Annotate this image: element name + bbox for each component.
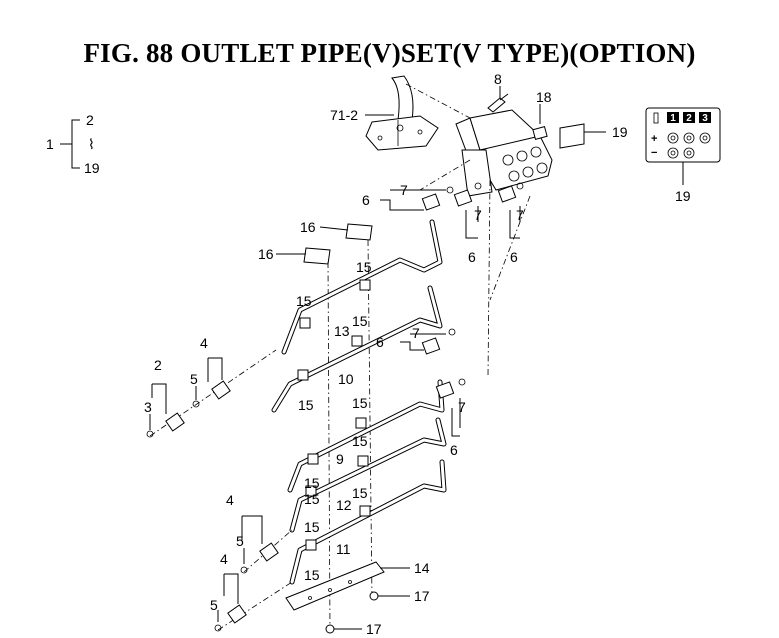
fitting-18: 18 [532, 89, 552, 140]
callout-19-range: 19 [84, 160, 100, 176]
figure-title: FIG. 88 OUTLET PIPE(V)SET(V TYPE)(OPTION… [83, 38, 696, 68]
middle-elbow: 6 7 [376, 325, 456, 355]
pipe-10 [271, 285, 443, 413]
plate-14: 14 [285, 560, 430, 611]
range-bracket: 1 2 ⌇ 19 [46, 112, 100, 176]
callout-17-b: 17 [366, 621, 382, 637]
callout-15-a: 15 [356, 259, 372, 275]
callout-16-a: 16 [300, 219, 316, 235]
pipe-12 [289, 417, 447, 533]
pipe-11 [289, 459, 447, 585]
callout-5-c: 5 [210, 597, 218, 613]
callout-15-e: 15 [352, 395, 368, 411]
callout-15-g: 15 [304, 475, 320, 491]
label-sticker-19: 19 [559, 123, 628, 149]
callout-2-range: 2 [86, 112, 94, 128]
callout-7-a: 7 [400, 182, 408, 198]
callout-6-e: 6 [450, 442, 458, 458]
callout-13: 13 [334, 323, 350, 339]
panel-col-1: 1 [670, 113, 676, 124]
callout-3: 3 [144, 399, 152, 415]
callout-4-b: 4 [226, 492, 234, 508]
callout-6-c: 6 [510, 249, 518, 265]
callout-17-a: 17 [414, 588, 430, 604]
callout-71-2: 71-2 [330, 107, 358, 123]
callout-8: 8 [494, 71, 502, 87]
coupling-group-bottom: 4 5 [210, 551, 293, 632]
callout-16-b: 16 [258, 246, 274, 262]
callout-6-b: 6 [468, 249, 476, 265]
callout-11: 11 [336, 541, 351, 557]
callout-15-j: 15 [304, 491, 320, 507]
callout-15-c: 15 [352, 313, 368, 329]
callout-15-d: 15 [298, 397, 314, 413]
pipe-13 [281, 219, 443, 355]
callout-15-h: 15 [352, 485, 368, 501]
callout-6-d: 6 [376, 334, 384, 350]
valve-block [419, 109, 553, 197]
range-tilde: ⌇ [88, 136, 95, 152]
pipe-9 [287, 379, 445, 493]
callout-5-b: 5 [236, 533, 244, 549]
callout-9: 9 [336, 451, 344, 467]
callout-12: 12 [336, 497, 352, 513]
callout-1: 1 [46, 136, 54, 152]
callout-18: 18 [536, 89, 552, 105]
callout-2: 2 [154, 357, 162, 373]
callout-19-panel: 19 [675, 188, 691, 204]
panel-col-2: 2 [686, 113, 692, 124]
coupling-group-top: 2 4 5 3 [144, 335, 277, 438]
frame-bracket-71-2: 71-2 [330, 75, 471, 151]
panel-minus: − [651, 147, 657, 159]
callout-7-d: 7 [412, 325, 420, 341]
callout-4-c: 4 [220, 551, 228, 567]
panel-col-3: 3 [702, 113, 708, 124]
callout-4-a: 4 [200, 335, 208, 351]
pipe-sleeves-15 [297, 279, 371, 551]
lower-elbow: 7 6 [435, 179, 531, 458]
control-panel-19: 1 2 3 + − 19 [645, 107, 721, 204]
coupling-group-middle: 4 5 [226, 492, 293, 574]
callout-19-sticker: 19 [612, 124, 628, 140]
panel-plus: + [651, 133, 657, 145]
callout-5-a: 5 [190, 371, 198, 387]
upper-elbows: 6 7 7 6 7 6 [362, 182, 524, 265]
bolt-8: 8 [487, 71, 509, 113]
callout-6-a: 6 [362, 192, 370, 208]
callout-14: 14 [414, 560, 430, 576]
callout-15-f: 15 [352, 433, 368, 449]
callout-7-e: 7 [458, 399, 466, 415]
callout-7-b: 7 [474, 207, 482, 223]
callout-7-c: 7 [516, 207, 524, 223]
clamp-16-lower: 16 [258, 246, 331, 265]
nuts-17: 17 17 [325, 588, 430, 637]
clamp-16-upper: 16 [300, 219, 373, 241]
callout-10: 10 [338, 371, 354, 387]
callout-15-b: 15 [296, 293, 312, 309]
callout-15-i: 15 [304, 519, 320, 535]
callout-15-k: 15 [304, 567, 320, 583]
